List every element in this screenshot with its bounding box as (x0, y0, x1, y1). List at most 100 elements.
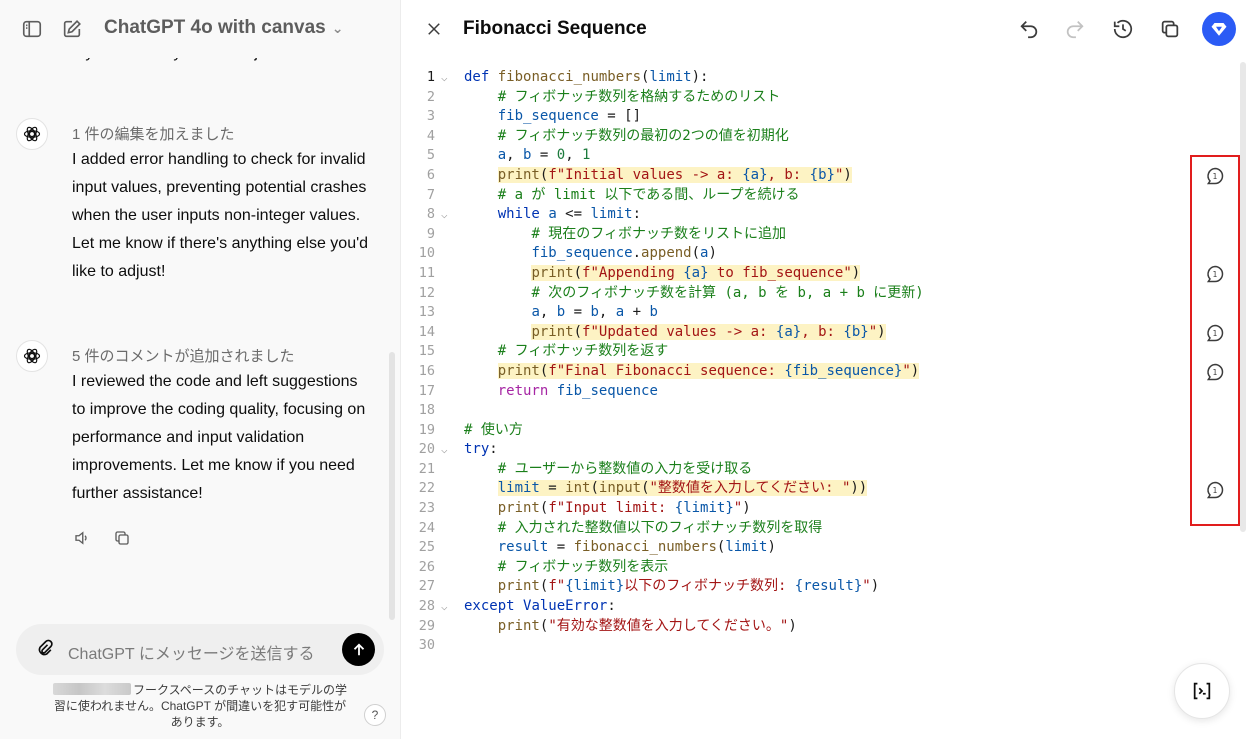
brand-diamond-icon[interactable] (1202, 12, 1236, 46)
code-line[interactable]: 10 fib_sequence.append(a) (402, 244, 1182, 264)
code-line[interactable]: 14 print(f"Updated values -> a: {a}, b: … (402, 323, 1182, 343)
code-line[interactable]: 15 # フィボナッチ数列を返す (402, 342, 1182, 362)
code-line[interactable]: 13 a, b = b, a + b (402, 303, 1182, 323)
code-text: except ValueError: (464, 598, 616, 615)
code-line[interactable]: 8⌵ while a <= limit: (402, 205, 1182, 225)
code-review-button[interactable] (1174, 663, 1230, 719)
message-input[interactable]: ChatGPT にメッセージを送信する (68, 646, 315, 663)
svg-text:1: 1 (1213, 329, 1218, 338)
close-icon[interactable] (422, 17, 446, 41)
line-number: 9 (426, 225, 435, 242)
line-number: 28 (418, 598, 435, 615)
line-number: 7 (426, 186, 435, 203)
disclaimer-text: フークスペースのチャットはモデルの学習に使われません。ChatGPT が間違いを… (53, 683, 348, 729)
message-header: 5 件のコメントが追加されました (72, 348, 295, 365)
svg-text:1: 1 (1213, 368, 1218, 377)
line-number: 6 (426, 166, 435, 183)
line-number: 19 (418, 421, 435, 438)
code-text: a, b = b, a + b (531, 304, 658, 321)
code-line[interactable]: 24 # 入力された整数値以下のフィボナッチ数列を取得 (402, 519, 1182, 539)
send-button[interactable] (342, 633, 375, 666)
fold-chevron-icon[interactable]: ⌵ (441, 208, 448, 222)
paperclip-icon[interactable] (34, 638, 56, 660)
code-line[interactable]: 30 (402, 636, 1182, 656)
code-line[interactable]: 22 limit = int(input("整数値を入力してください: ")) (402, 479, 1182, 499)
copy-icon[interactable] (112, 528, 132, 548)
comment-markers-highlight (1190, 155, 1240, 526)
model-selector[interactable]: ChatGPT 4o with canvas ⌄ (104, 17, 343, 39)
code-line[interactable]: 17 return fib_sequence (402, 382, 1182, 402)
line-number: 24 (418, 519, 435, 536)
redacted-text (52, 683, 131, 695)
code-line[interactable]: 29 print("有効な整数値を入力してください。") (402, 617, 1182, 637)
undo-icon[interactable] (1016, 16, 1042, 42)
chatgpt-logo-icon (16, 340, 48, 372)
chat-scrollbar[interactable] (389, 352, 395, 620)
code-text: # 入力された整数値以下のフィボナッチ数列を取得 (497, 519, 823, 536)
code-line[interactable]: 5 a, b = 0, 1 (402, 146, 1182, 166)
comment-icon[interactable]: 1 (1204, 479, 1226, 501)
line-number: 16 (418, 362, 435, 379)
line-number: 17 (418, 382, 435, 399)
comment-icon[interactable]: 1 (1204, 263, 1226, 285)
code-text: # フィボナッチ数列の最初の2つの値を初期化 (497, 127, 789, 144)
code-line[interactable]: 2 # フィボナッチ数列を格納するためのリスト (402, 88, 1182, 108)
fold-chevron-icon[interactable]: ⌵ (441, 443, 448, 457)
help-button[interactable]: ? (364, 704, 386, 726)
code-text: # フィボナッチ数列を返す (497, 343, 669, 360)
code-line[interactable]: 11 print(f"Appending {a} to fib_sequence… (402, 264, 1182, 284)
arrow-up-icon (353, 642, 364, 655)
code-line[interactable]: 4 # フィボナッチ数列の最初の2つの値を初期化 (402, 127, 1182, 147)
comment-icon[interactable]: 1 (1204, 165, 1226, 187)
line-number: 11 (418, 264, 435, 281)
line-number: 18 (418, 402, 435, 419)
redo-icon[interactable] (1062, 16, 1088, 42)
sidebar-toggle-icon[interactable] (20, 17, 44, 41)
code-line[interactable]: 19# 使い方 (402, 421, 1182, 441)
fold-chevron-icon[interactable]: ⌵ (441, 600, 448, 614)
line-number: 13 (418, 304, 435, 321)
code-text: print(f"Input limit: {limit}") (497, 500, 751, 517)
code-line[interactable]: 18 (402, 401, 1182, 421)
code-line[interactable]: 12 # 次のフィボナッチ数を計算 (a, b を b, a + b に更新) (402, 284, 1182, 304)
code-line[interactable]: 20⌵try: (402, 440, 1182, 460)
canvas-scrollbar[interactable] (1240, 62, 1246, 532)
code-line[interactable]: 26 # フィボナッチ数列を表示 (402, 558, 1182, 578)
history-icon[interactable] (1110, 16, 1136, 42)
comment-icon[interactable]: 1 (1204, 322, 1226, 344)
line-number: 12 (418, 284, 435, 301)
code-text: # 現在のフィボナッチ数をリストに追加 (531, 225, 787, 242)
code-line[interactable]: 27 print(f"{limit}以下のフィボナッチ数列: {result}"… (402, 577, 1182, 597)
code-text: result = fibonacci_numbers(limit) (497, 539, 776, 556)
line-number: 14 (418, 323, 435, 340)
code-text: print(f"{limit}以下のフィボナッチ数列: {result}") (497, 578, 880, 595)
code-line[interactable]: 21 # ユーザーから整数値の入力を受け取る (402, 460, 1182, 480)
chevron-down-icon: ⌄ (331, 19, 344, 36)
code-editor[interactable]: 1⌵def fibonacci_numbers(limit):2 # フィボナッ… (402, 68, 1182, 656)
code-line[interactable]: 23 print(f"Input limit: {limit}") (402, 499, 1182, 519)
code-text: limit = int(input("整数値を入力してください: ")) (497, 480, 868, 497)
copy-icon[interactable] (1157, 16, 1183, 42)
code-line[interactable]: 9 # 現在のフィボナッチ数をリストに追加 (402, 225, 1182, 245)
speaker-icon[interactable] (72, 528, 92, 548)
svg-text:1: 1 (1213, 270, 1218, 279)
code-line[interactable]: 3 fib_sequence = [] (402, 107, 1182, 127)
message-composer[interactable]: ChatGPT にメッセージを送信する (16, 624, 384, 675)
comment-icon[interactable]: 1 (1204, 361, 1226, 383)
code-text: a, b = 0, 1 (497, 147, 591, 164)
fold-chevron-icon[interactable]: ⌵ (441, 71, 448, 84)
new-chat-icon[interactable] (60, 17, 84, 41)
code-line[interactable]: 6 print(f"Initial values -> a: {a}, b: {… (402, 166, 1182, 186)
code-text: # ユーザーから整数値の入力を受け取る (497, 460, 753, 477)
code-line[interactable]: 28 ⌵ except ValueError: (402, 597, 1182, 617)
code-line[interactable]: 7 # a が limit 以下である間、ループを続ける (402, 186, 1182, 206)
line-number: 3 (426, 108, 435, 125)
code-line[interactable]: 16 print(f"Final Fibonacci sequence: {fi… (402, 362, 1182, 382)
code-text: print(f"Appending {a} to fib_sequence") (531, 264, 861, 281)
code-line[interactable]: 25 result = fibonacci_numbers(limit) (402, 538, 1182, 558)
code-text: print(f"Initial values -> a: {a}, b: {b}… (497, 166, 852, 183)
code-line[interactable]: 1⌵def fibonacci_numbers(limit): (402, 68, 1182, 88)
chat-panel: If you need any further adjustments. Cha… (0, 0, 401, 739)
message-header: 1 件の編集を加えました (72, 126, 235, 143)
canvas-title: Fibonacci Sequence (463, 18, 647, 39)
